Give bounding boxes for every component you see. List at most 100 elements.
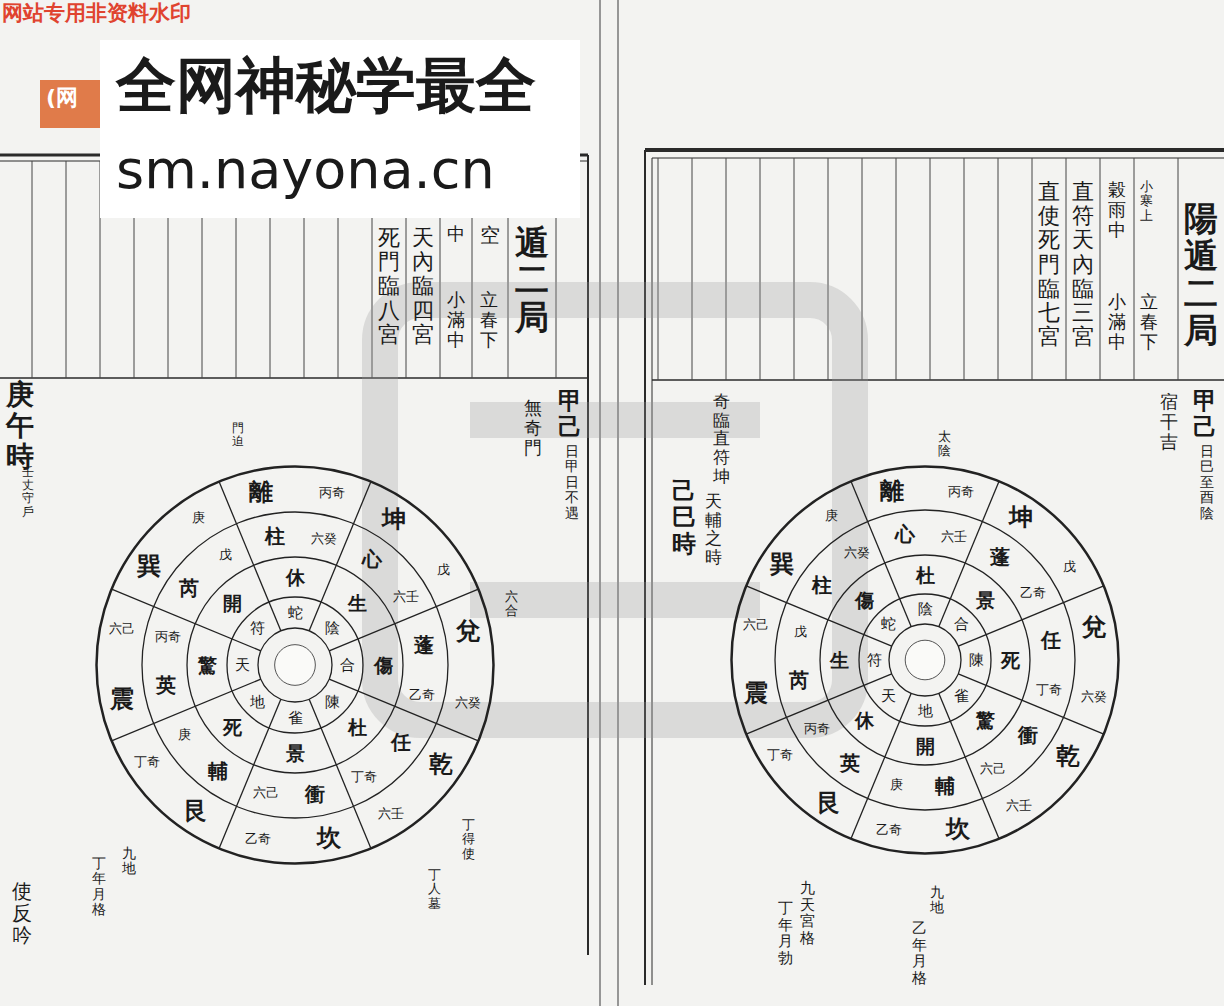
sector-line [219, 482, 281, 631]
door-name: 休 [286, 568, 305, 587]
chart-title: 陽遁二局 [1184, 200, 1218, 350]
wheel-hub [275, 645, 316, 686]
ring-line [258, 628, 332, 702]
side-note: 九天宮格 [800, 880, 815, 946]
star-name: 心 [362, 549, 382, 569]
ring-line [97, 467, 494, 864]
door-name: 開 [916, 736, 935, 755]
earth-stem: 乙奇 [245, 831, 271, 844]
spirit-name: 雀 [288, 710, 303, 725]
earth-stem: 丁奇 [767, 747, 793, 760]
column-rule [66, 161, 67, 378]
door-name: 死 [223, 718, 242, 737]
stamp-watermark [380, 300, 850, 720]
spirit-name: 蛇 [288, 605, 303, 620]
heaven-stem: 乙奇 [409, 688, 435, 701]
solar-term: 穀雨中 [1108, 180, 1126, 239]
heaven-stem: 庚 [178, 728, 191, 741]
column-rule [794, 158, 795, 380]
spirit-name: 陳 [325, 695, 340, 710]
side-note: 門迫 [232, 422, 244, 448]
palace-name: 坤 [1009, 505, 1033, 529]
sector-line [309, 482, 371, 631]
header-note: 死門臨八宮 [378, 226, 400, 347]
star-name: 蓬 [990, 547, 1010, 567]
hour-label: 庚午時 [6, 380, 34, 472]
heaven-stem: 丁奇 [1036, 682, 1062, 695]
star-name: 芮 [789, 670, 809, 690]
spirit-name: 蛇 [881, 616, 896, 631]
spirit-name: 合 [954, 616, 969, 631]
page-title: 遁二局 [515, 224, 549, 336]
earth-stem: 庚 [192, 510, 205, 523]
palace-name: 坎 [317, 826, 341, 850]
palace-name: 艮 [184, 799, 208, 823]
palace-name: 坤 [382, 507, 406, 531]
wheel-rings [730, 465, 1120, 855]
palace-name: 巽 [137, 554, 161, 578]
sector-line [112, 679, 261, 741]
ring-line [889, 624, 961, 696]
earth-stem: 六己 [109, 622, 135, 635]
earth-stem: 六癸 [1081, 689, 1107, 702]
earth-stem: 六壬 [1006, 798, 1032, 811]
spirit-name: 雀 [954, 689, 969, 704]
side-note: 無奇門 [524, 398, 542, 457]
star-name: 芮 [179, 578, 199, 598]
column-rule [998, 158, 999, 380]
side-note: 天輔之時 [705, 492, 722, 567]
door-name: 傷 [374, 656, 393, 675]
side-note: 奇臨直符坤 [713, 392, 730, 485]
star-name: 柱 [265, 526, 285, 546]
column-rule [1100, 158, 1101, 380]
side-note: 宿干吉 [1160, 392, 1178, 451]
column-rule [658, 158, 659, 380]
watermark-text: 网站专用非资料水印 [2, 2, 191, 25]
hour-label: 己巳時 [672, 478, 696, 557]
column-rule [964, 158, 965, 380]
palace-wheel: 離丙奇心六壬杜陰坤戊蓬乙奇景合兌六癸任丁奇死陳乾六壬衝六己驚雀坎乙奇輔庚開地艮丁… [730, 465, 1120, 855]
star-name: 衝 [1018, 725, 1038, 745]
heaven-stem: 戊 [794, 625, 807, 638]
side-note: 丁年月格 [92, 856, 106, 918]
earth-stem: 乙奇 [876, 822, 902, 835]
sector-line [958, 586, 1104, 646]
side-note: 太陰 [938, 430, 951, 459]
heaven-stem: 六己 [253, 786, 279, 799]
wheel-rings [95, 465, 495, 865]
star-name: 心 [895, 524, 915, 544]
heaven-stem: 庚 [890, 778, 903, 791]
side-note: 九地 [122, 846, 136, 877]
earth-stem: 丙奇 [948, 485, 974, 498]
day-note: 日巳至酉陰 [1200, 444, 1214, 521]
door-name: 驚 [198, 656, 217, 675]
star-name: 柱 [812, 575, 832, 595]
spirit-name: 合 [340, 658, 355, 673]
day-label: 甲己 [1193, 388, 1217, 441]
day-note: 日甲日不遇 [565, 444, 579, 521]
door-name: 驚 [976, 711, 995, 730]
door-name: 死 [1001, 651, 1020, 670]
solar-term: 空 [480, 224, 500, 246]
ring-line [142, 512, 448, 818]
ring-line [732, 467, 1119, 854]
heaven-stem: 六癸 [311, 531, 337, 544]
sector-line [329, 589, 478, 651]
column-rule [828, 158, 829, 380]
watermark-tag [40, 80, 100, 128]
star-name: 輔 [935, 776, 955, 796]
side-note: 九地 [930, 885, 944, 916]
sector-line [219, 699, 281, 848]
column-rule [1134, 158, 1135, 380]
heaven-stem: 丁奇 [351, 769, 377, 782]
solar-term: 小滿中 [447, 290, 465, 349]
earth-stem: 戊 [1063, 560, 1076, 573]
watermark-text: 全网神秘学最全 [116, 52, 536, 118]
palace-name: 離 [880, 479, 904, 503]
heaven-stem: 丙奇 [804, 721, 830, 734]
door-name: 生 [348, 593, 367, 612]
ring-line [775, 510, 1075, 810]
heaven-stem: 六壬 [393, 589, 419, 602]
